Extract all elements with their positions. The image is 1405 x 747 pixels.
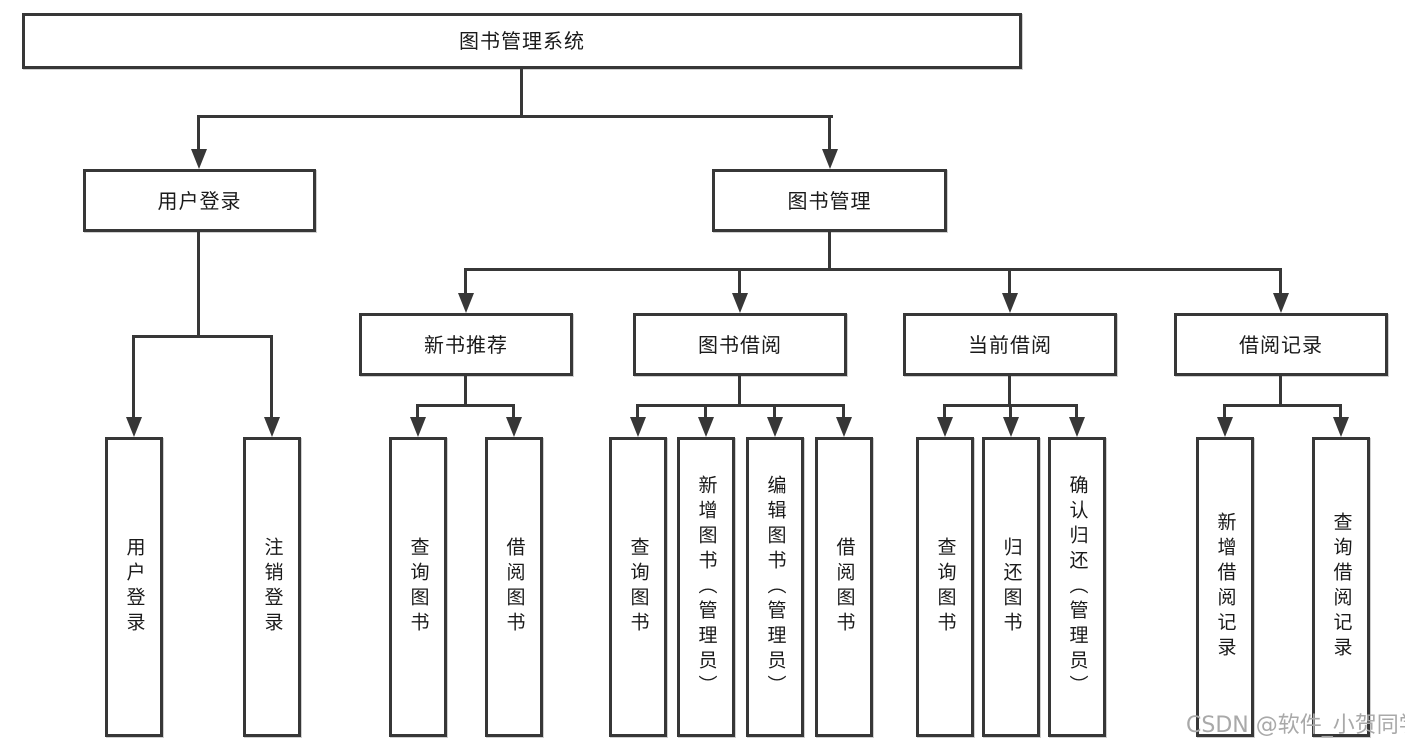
connector-line [738,374,741,407]
leaf-recommend-borrow-book: 借阅图书 [485,437,543,737]
connector-line [1223,404,1226,421]
arrow-down-icon [1273,293,1289,313]
connector-line [1075,404,1078,421]
connector-line [842,404,845,421]
node-user-login: 用户登录 [83,169,316,232]
leaf-add-borrow-record: 新增借阅记录 [1196,437,1254,737]
connector-line [738,268,741,296]
connector-line [1009,404,1012,421]
arrow-down-icon [410,417,426,437]
connector-line [197,230,200,338]
arrow-down-icon [1333,417,1349,437]
node-book-borrow: 图书借阅 [633,313,847,376]
leaf-query-borrow-record: 查询借阅记录 [1312,437,1370,737]
arrow-down-icon [767,417,783,437]
leaf-add-book-admin: 新增图书（管理员） [677,437,735,737]
connector-line [1008,268,1011,296]
leaf-borrow-query-book: 查询图书 [609,437,667,737]
connector-line [132,335,135,421]
connector-line [464,268,1282,271]
connector-line [270,335,273,421]
leaf-confirm-return-admin: 确认归还（管理员） [1048,437,1106,737]
arrow-down-icon [732,293,748,313]
leaf-user-login: 用户登录 [105,437,163,737]
connector-line [828,115,831,153]
leaf-borrow-book: 借阅图书 [815,437,873,737]
leaf-recommend-query-book: 查询图书 [389,437,447,737]
node-new-book-recommend: 新书推荐 [359,313,573,376]
arrow-down-icon [698,417,714,437]
arrow-down-icon [630,417,646,437]
arrow-down-icon [937,417,953,437]
connector-line [416,404,419,421]
node-current-borrow: 当前借阅 [903,313,1117,376]
arrow-down-icon [1002,293,1018,313]
arrow-down-icon [126,417,142,437]
connector-line [197,115,833,118]
node-borrow-record: 借阅记录 [1174,313,1388,376]
arrow-down-icon [1217,417,1233,437]
leaf-logout: 注销登录 [243,437,301,737]
node-root: 图书管理系统 [22,13,1022,69]
connector-line [1339,404,1342,421]
leaf-edit-book-admin: 编辑图书（管理员） [746,437,804,737]
arrow-down-icon [836,417,852,437]
connector-line [636,404,845,407]
connector-line [464,268,467,296]
connector-line [943,404,946,421]
connector-line [1279,374,1282,407]
connector-line [773,404,776,421]
connector-line [416,404,515,407]
connector-line [1008,374,1011,407]
connector-line [1279,268,1282,296]
arrow-down-icon [822,149,838,169]
arrow-down-icon [1069,417,1085,437]
csdn-watermark: CSDN @软件_小贺同学 [1186,713,1405,738]
connector-line [828,230,831,271]
connector-line [464,374,467,407]
arrow-down-icon [191,149,207,169]
connector-line [520,69,523,118]
connector-line [704,404,707,421]
leaf-return-book: 归还图书 [982,437,1040,737]
connector-line [197,115,200,153]
arrow-down-icon [1003,417,1019,437]
connector-line [636,404,639,421]
arrow-down-icon [264,417,280,437]
node-book-management: 图书管理 [712,169,947,232]
arrow-down-icon [458,293,474,313]
connector-line [1223,404,1342,407]
connector-line [512,404,515,421]
arrow-down-icon [506,417,522,437]
leaf-current-query-book: 查询图书 [916,437,974,737]
connector-line [132,335,273,338]
